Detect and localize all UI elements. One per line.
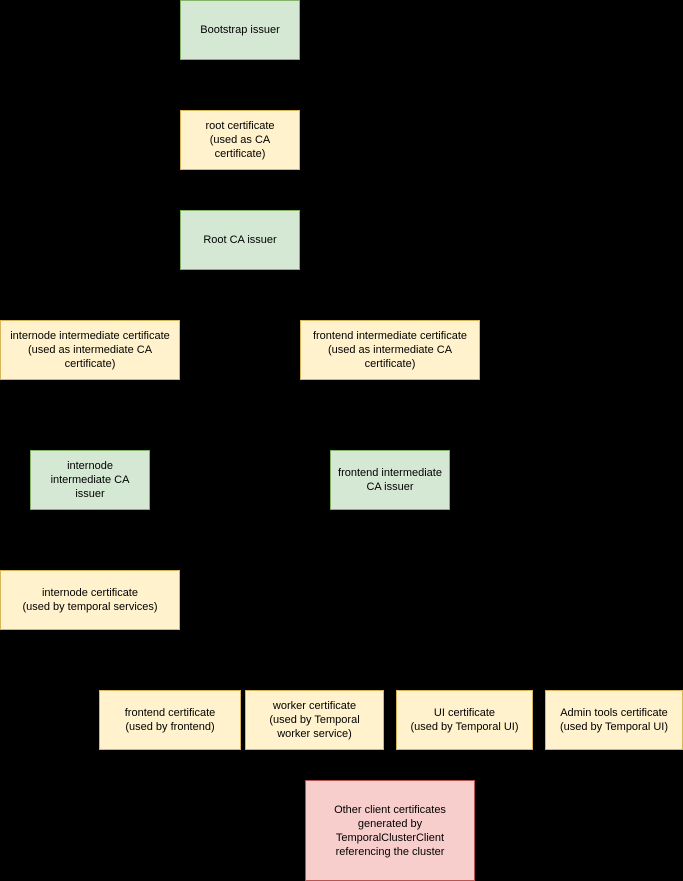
node-frontend-intermediate-certificate[interactable]: frontend intermediate certificate (used … (300, 320, 480, 380)
edge-root-certificate-to-root-ca-issuer (240, 170, 241, 210)
node-bootstrap-issuer[interactable]: Bootstrap issuer (180, 0, 300, 60)
edge-frontend-intermediate-ca-issuer-to-ui-certificate-v2 (465, 600, 466, 690)
node-label: frontend intermediate certificate (used … (312, 330, 468, 370)
node-ui-certificate[interactable]: UI certificate (used by Temporal UI) (396, 690, 533, 750)
node-root-ca-issuer[interactable]: Root CA issuer (180, 210, 300, 270)
edge-bootstrap-issuer-to-root-certificate (240, 60, 241, 110)
node-label: internode intermediate CA issuer (50, 460, 130, 500)
node-internode-intermediate-certificate[interactable]: internode intermediate certificate (used… (0, 320, 180, 380)
node-admin-tools-certificate[interactable]: Admin tools certificate (used by Tempora… (545, 690, 683, 750)
node-label: UI certificate (used by Temporal UI) (410, 707, 519, 733)
edge-frontend-intermediate-ca-issuer-to-admin-tools-certificate-v2 (614, 600, 615, 690)
node-label: worker certificate (used by Temporal wor… (269, 700, 360, 740)
edge-internode-intermediate-certificate-to-internode-intermediate-ca-issuer (90, 380, 91, 450)
node-root-certificate[interactable]: root certificate (used as CA certificate… (180, 110, 300, 170)
node-label: frontend certificate (used by frontend) (124, 707, 216, 733)
edge-frontend-intermediate-ca-issuer-to-frontend-certificate-h (170, 600, 390, 601)
edge-frontend-intermediate-ca-issuer-to-frontend-certificate-v2 (170, 600, 171, 690)
node-label: internode certificate (used by temporal … (22, 587, 158, 613)
node-internode-certificate[interactable]: internode certificate (used by temporal … (0, 570, 180, 630)
node-label: frontend intermediate CA issuer (338, 467, 442, 493)
node-worker-certificate[interactable]: worker certificate (used by Temporal wor… (245, 690, 384, 750)
node-label: root certificate (used as CA certificate… (205, 120, 275, 160)
node-label: Admin tools certificate (used by Tempora… (559, 707, 668, 733)
edge-frontend-intermediate-certificate-to-frontend-intermediate-ca-issuer (390, 380, 391, 450)
edge-frontend-intermediate-ca-issuer-to-admin-tools-certificate-h (390, 600, 614, 601)
edge-root-ca-issuer-to-frontend-intermediate-certificate-v2 (390, 295, 391, 320)
edge-frontend-intermediate-ca-issuer-to-other-client-certificates (390, 510, 391, 780)
edge-root-ca-issuer-to-frontend-intermediate-certificate-h (240, 295, 390, 296)
edge-root-ca-issuer-to-internode-intermediate-certificate-v2 (90, 295, 91, 320)
node-label: Bootstrap issuer (200, 24, 280, 36)
node-other-client-certificates[interactable]: Other client certificates generated by T… (305, 780, 475, 881)
edge-root-ca-issuer-to-internode-intermediate-certificate-h (90, 295, 240, 296)
edge-internode-intermediate-ca-issuer-to-internode-certificate (90, 510, 91, 570)
edge-root-ca-issuer-to-frontend-intermediate-certificate-v1 (240, 270, 241, 295)
node-internode-intermediate-ca-issuer[interactable]: internode intermediate CA issuer (30, 450, 150, 510)
edge-frontend-intermediate-ca-issuer-to-worker-certificate-v2 (315, 600, 316, 690)
edge-frontend-intermediate-ca-issuer-to-worker-certificate-h (315, 600, 391, 601)
node-label: Root CA issuer (203, 234, 277, 246)
node-label: internode intermediate certificate (used… (10, 330, 170, 370)
node-frontend-intermediate-ca-issuer[interactable]: frontend intermediate CA issuer (330, 450, 450, 510)
node-frontend-certificate[interactable]: frontend certificate (used by frontend) (99, 690, 241, 750)
node-label: Other client certificates generated by T… (334, 803, 446, 858)
